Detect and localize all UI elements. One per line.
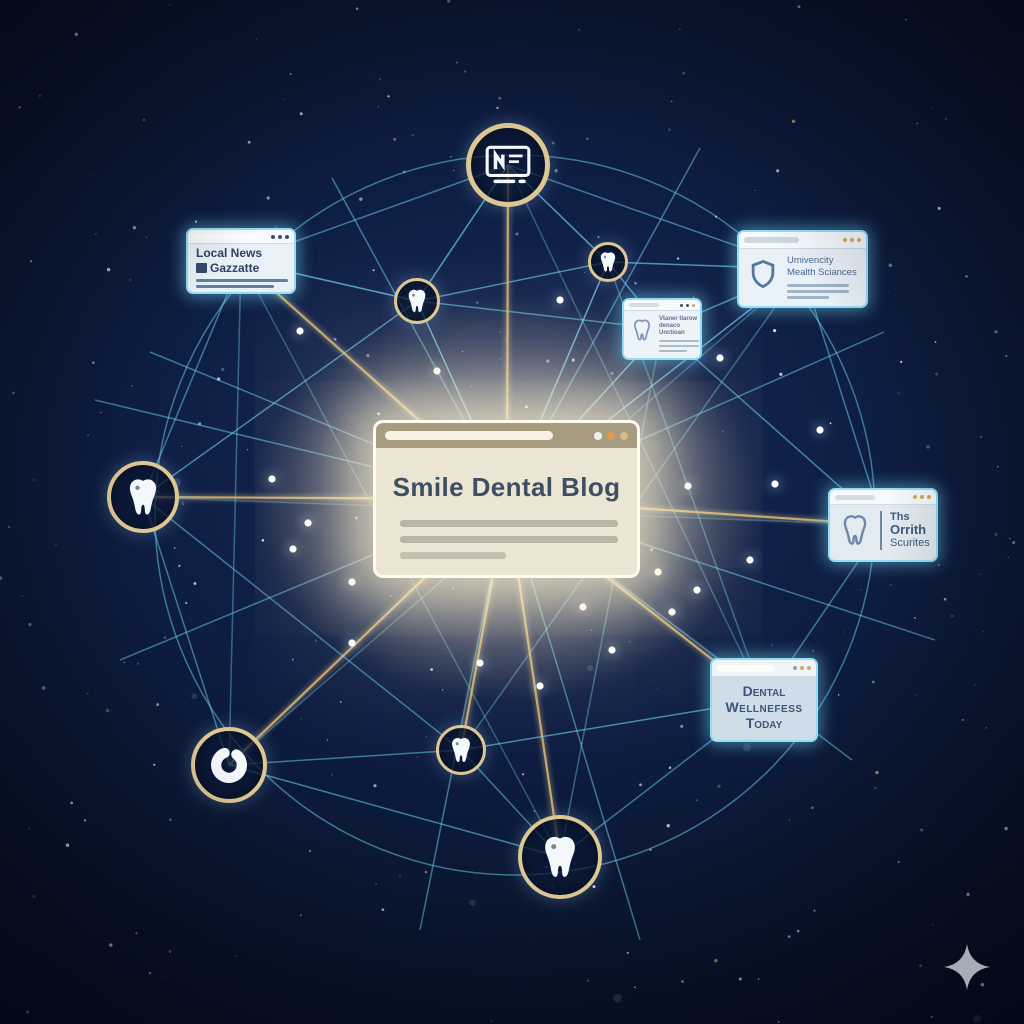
address-bar — [193, 233, 257, 240]
window-dot-icon — [913, 495, 917, 499]
site-title-line: Dental — [742, 683, 786, 699]
text-placeholder-line — [196, 279, 288, 282]
window-dot-icon — [920, 495, 924, 499]
node-tooth-left — [107, 461, 179, 533]
card-dental-directory-mini: Vtaner tlarow denaco Unctioan — [622, 298, 702, 360]
card-dental-wellness-today: Dental Wellnefess Today — [710, 658, 818, 742]
node-tooth-big-bottom — [518, 815, 602, 899]
window-buttons — [271, 234, 289, 239]
blog-title: Smile Dental Blog — [392, 472, 621, 502]
site-title-line: Today — [745, 715, 783, 731]
text-placeholder-block — [376, 503, 637, 559]
text-placeholder-line — [787, 290, 849, 293]
tooth-icon — [838, 510, 872, 550]
text-placeholder-line — [400, 520, 618, 527]
donut-chart-icon — [207, 743, 251, 787]
browser-titlebar — [830, 490, 936, 505]
window-dot-icon — [857, 238, 861, 242]
site-title-line: Orrith — [890, 521, 927, 537]
text-placeholder-line — [659, 350, 687, 352]
tooth-icon — [121, 475, 165, 519]
site-title-line: Mealth Sciances — [787, 267, 857, 278]
tooth-icon — [535, 832, 585, 882]
site-title-line: Umivencity — [787, 255, 834, 266]
window-dot-icon — [800, 666, 804, 670]
address-bar — [629, 303, 659, 307]
window-buttons — [680, 303, 695, 307]
shield-icon — [747, 256, 779, 292]
monitor-news-icon — [483, 144, 533, 186]
sparkle-icon — [944, 944, 990, 990]
card-local-news-gazette: Local News Gazzatte — [186, 228, 296, 294]
window-buttons — [843, 238, 861, 242]
window-buttons — [913, 495, 931, 499]
window-dot-icon — [692, 303, 695, 307]
site-title-line: Scurites — [890, 536, 930, 549]
site-title-line: Vtaner tlarow — [659, 316, 698, 322]
browser-titlebar — [712, 660, 816, 677]
window-dot-icon — [680, 303, 683, 307]
address-bar — [717, 664, 775, 672]
site-title-line: denaco Unctioan — [659, 323, 685, 336]
window-dot-icon — [686, 303, 689, 307]
node-tooth-small-upper-right — [588, 242, 628, 282]
window-dot-icon — [278, 234, 282, 239]
site-title-line: Wellnefess — [725, 699, 803, 715]
window-dot-icon — [607, 431, 615, 440]
window-dot-icon — [850, 238, 854, 242]
text-placeholder-line — [787, 296, 829, 299]
text-placeholder-block — [659, 340, 699, 352]
window-dot-icon — [271, 234, 275, 239]
window-dot-icon — [620, 431, 628, 440]
site-subtitle: Gazzatte — [210, 261, 260, 275]
text-placeholder-line — [787, 284, 849, 287]
browser-titlebar — [739, 232, 866, 249]
window-dot-icon — [594, 431, 602, 440]
central-blog-browser-card: Smile Dental Blog — [373, 420, 640, 578]
site-title: Local News — [196, 246, 263, 260]
window-dot-icon — [843, 238, 847, 242]
node-tooth-small-bottom — [436, 725, 486, 775]
window-buttons — [594, 431, 628, 440]
text-placeholder-line — [196, 285, 274, 288]
text-placeholder-block — [787, 284, 857, 299]
window-dot-icon — [927, 495, 931, 499]
node-tooth-small-upper-left — [394, 278, 440, 324]
text-placeholder-line — [400, 536, 618, 543]
window-dot-icon — [285, 234, 289, 239]
browser-titlebar — [376, 423, 637, 448]
site-title-line: Ths — [890, 510, 910, 523]
node-news-monitor — [466, 123, 550, 207]
window-buttons — [793, 666, 811, 670]
text-placeholder-block — [188, 275, 294, 288]
node-donut-chart — [191, 727, 267, 803]
window-dot-icon — [807, 666, 811, 670]
text-placeholder-line — [659, 345, 699, 347]
text-placeholder-line — [400, 552, 506, 559]
address-bar — [744, 237, 799, 243]
address-bar — [835, 494, 875, 500]
address-bar — [385, 431, 553, 440]
browser-titlebar — [624, 300, 700, 311]
browser-titlebar — [188, 230, 294, 244]
tooth-icon — [403, 287, 431, 315]
tooth-icon — [596, 250, 620, 274]
card-university-health: Umivencity Mealth Sciances — [737, 230, 868, 308]
window-dot-icon — [793, 666, 797, 670]
tooth-icon — [446, 735, 476, 765]
text-placeholder-line — [659, 340, 699, 342]
card-ortho-society: Ths Orrith Scurites — [828, 488, 938, 562]
tooth-icon — [630, 316, 654, 344]
logo-square-icon — [196, 263, 207, 273]
